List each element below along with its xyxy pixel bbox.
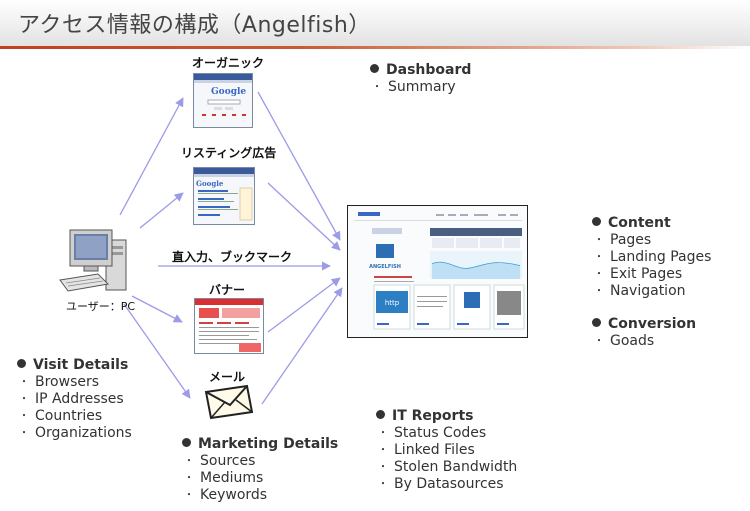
- section-content: Content PagesLanding PagesExit PagesNavi…: [592, 214, 711, 300]
- label-mail: メール: [209, 370, 246, 384]
- title-bar: [0, 0, 750, 46]
- arrow-user-mail: [123, 303, 191, 399]
- arrow-user-organic: [119, 97, 184, 216]
- section-dashboard: Dashboard Summary: [370, 61, 471, 96]
- arrow-user-listing: [139, 192, 184, 229]
- bullet-icon: [376, 410, 385, 419]
- section-dashboard-title: Dashboard: [370, 61, 471, 79]
- arrow-user-banner: [131, 295, 183, 323]
- list-item: IP Addresses: [17, 391, 132, 408]
- label-banner: バナー: [209, 283, 246, 297]
- label-user: ユーザー：PC: [66, 300, 136, 313]
- section-it-title: IT Reports: [376, 407, 517, 425]
- arrow-listing-dash: [267, 182, 341, 251]
- list-item: Browsers: [17, 374, 132, 391]
- section-conversion: Conversion Goads: [592, 315, 696, 350]
- list-item: Sources: [182, 453, 338, 470]
- section-marketing-list: SourcesMediumsKeywords: [182, 453, 338, 504]
- label-organic: オーガニック: [192, 56, 265, 70]
- section-dashboard-list: Summary: [370, 79, 471, 96]
- section-visit-title: Visit Details: [17, 356, 132, 374]
- bullet-icon: [182, 438, 191, 447]
- section-conversion-title: Conversion: [592, 315, 696, 333]
- arrow-banner-dash: [267, 277, 341, 333]
- section-content-title: Content: [592, 214, 711, 232]
- title-rule: [0, 46, 750, 49]
- list-item: Landing Pages: [592, 249, 711, 266]
- google-logo: Google: [211, 87, 247, 97]
- list-item: Linked Files: [376, 442, 517, 459]
- page-title: アクセス情報の構成（Angelfish）: [18, 13, 371, 38]
- list-item: Countries: [17, 408, 132, 425]
- list-item: By Datasources: [376, 476, 517, 493]
- section-marketing-details: Marketing Details SourcesMediumsKeywords: [182, 435, 338, 504]
- list-item: Organizations: [17, 425, 132, 442]
- http-logo-text: http: [385, 299, 400, 307]
- section-it-reports: IT Reports Status CodesLinked FilesStole…: [376, 407, 517, 493]
- list-item: Pages: [592, 232, 711, 249]
- list-item: Stolen Bandwidth: [376, 459, 517, 476]
- arrow-organic-dash: [257, 91, 341, 241]
- section-marketing-title: Marketing Details: [182, 435, 338, 453]
- list-item: Goads: [592, 333, 696, 350]
- label-listing: リスティング広告: [181, 146, 277, 160]
- list-item: Mediums: [182, 470, 338, 487]
- list-item: Keywords: [182, 487, 338, 504]
- section-it-list: Status CodesLinked FilesStolen Bandwidth…: [376, 425, 517, 493]
- angelfish-dashboard-screenshot: ANGELFISH http: [347, 205, 528, 338]
- pc-computer-icon: [59, 229, 127, 292]
- organic-search-thumbnail: Google: [193, 73, 253, 128]
- section-content-list: PagesLanding PagesExit PagesNavigation: [592, 232, 711, 300]
- listing-ad-thumbnail: Google: [193, 167, 255, 225]
- bullet-icon: [592, 217, 601, 226]
- bullet-icon: [17, 359, 26, 368]
- section-conversion-list: Goads: [592, 333, 696, 350]
- banner-thumbnail: [194, 298, 264, 354]
- bullet-icon: [592, 318, 601, 327]
- mail-envelope-icon: [204, 384, 254, 420]
- label-direct: 直入力、ブックマーク: [172, 250, 293, 264]
- arrow-mail-dash: [261, 287, 343, 405]
- angelfish-logo-text: ANGELFISH: [369, 264, 401, 270]
- section-visit-list: BrowsersIP AddressesCountriesOrganizatio…: [17, 374, 132, 442]
- section-visit-details: Visit Details BrowsersIP AddressesCountr…: [17, 356, 132, 442]
- list-item: Summary: [370, 79, 471, 96]
- bullet-icon: [370, 64, 379, 73]
- list-item: Navigation: [592, 283, 711, 300]
- list-item: Exit Pages: [592, 266, 711, 283]
- list-item: Status Codes: [376, 425, 517, 442]
